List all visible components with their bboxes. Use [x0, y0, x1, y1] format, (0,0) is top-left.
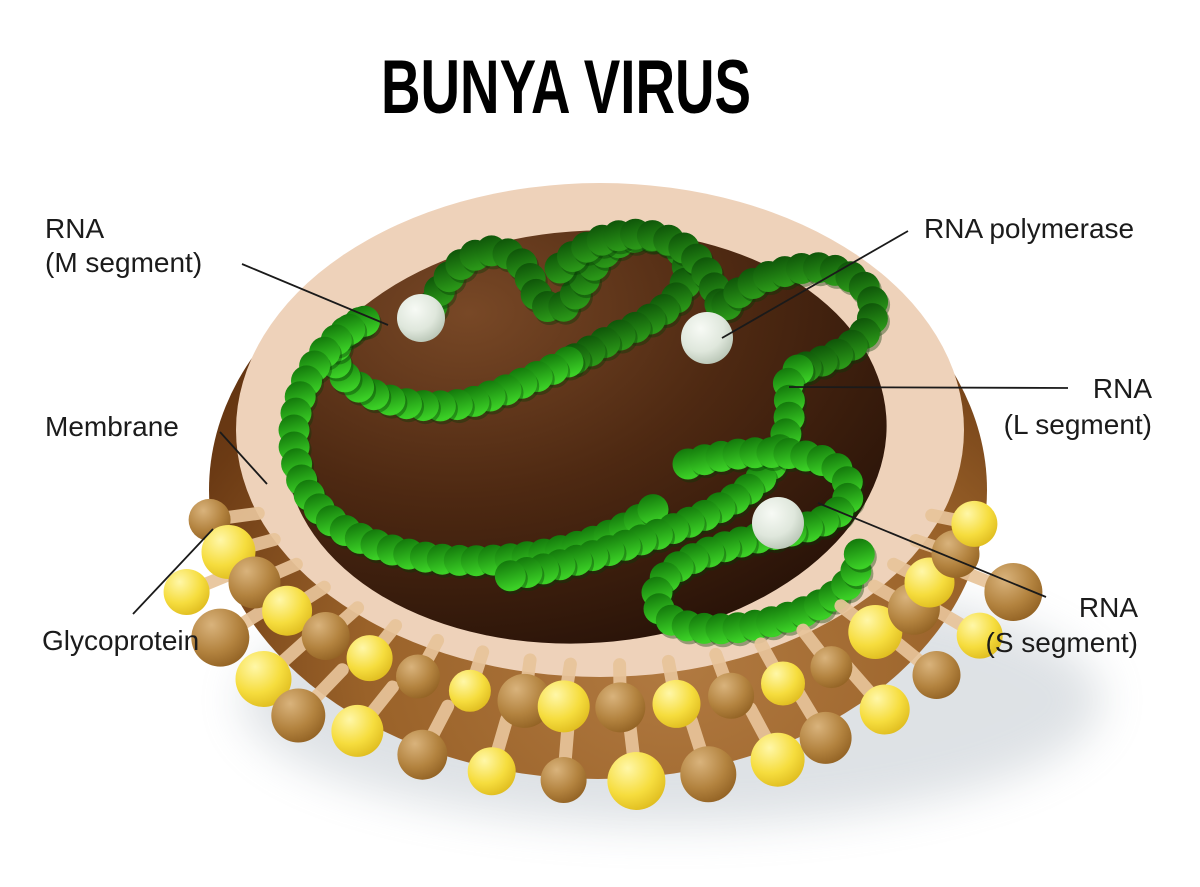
glycoprotein-sphere — [607, 752, 666, 810]
pointer-line-rna-s — [817, 502, 1047, 598]
glycoprotein-sphere — [191, 608, 250, 667]
pointer-lines — [132, 230, 1069, 615]
label-line: RNA — [45, 213, 105, 244]
rna-bead — [637, 494, 669, 526]
rna-bead — [843, 538, 875, 570]
glycoprotein-sphere — [262, 585, 313, 636]
glycoprotein-sphere — [956, 612, 1003, 659]
pointer-line-rna-m — [241, 263, 389, 326]
glycoprotein-sphere — [799, 711, 852, 764]
glycoprotein-sphere — [848, 605, 903, 659]
label-line: Glycoprotein — [42, 625, 200, 656]
glycoprotein-sphere — [750, 732, 805, 787]
pointer-line-membrane — [219, 431, 268, 485]
label-line: RNA — [1078, 592, 1138, 623]
glycoprotein-sphere — [467, 747, 516, 796]
label-rna-s-segment: RNA (S segment) — [986, 590, 1139, 660]
glycoprotein-sphere — [761, 661, 805, 706]
glycoprotein-sphere — [595, 682, 646, 733]
glycoprotein-sphere — [235, 651, 292, 707]
pointer-line-rna-polymerase — [721, 230, 909, 339]
rna-polymerase-sphere — [752, 497, 804, 549]
label-line: (S segment) — [985, 627, 1139, 658]
glycoprotein-sphere — [271, 688, 326, 743]
rna-polymerase-sphere — [681, 312, 733, 364]
label-rna-l-segment: RNA (L segment) — [1004, 371, 1152, 443]
glycoprotein-sphere — [708, 672, 755, 719]
label-rna-m-segment: RNA (M segment) — [45, 212, 202, 280]
glycoprotein-sphere — [163, 569, 210, 615]
rna-bead — [494, 560, 526, 592]
glycoprotein-sphere — [810, 646, 853, 689]
glycoprotein-sphere — [497, 673, 552, 728]
diagram-title: BUNYA VIRUS — [381, 45, 751, 130]
rna-beads — [278, 218, 891, 648]
pointer-line-glycoprotein — [132, 528, 214, 615]
label-line: RNA — [1092, 373, 1152, 404]
glycoprotein-sphere — [396, 654, 440, 699]
glycoprotein-sphere — [680, 746, 737, 803]
glycoprotein-sphere — [397, 729, 448, 780]
rna-polymerase-spheres — [397, 294, 804, 549]
label-line: Membrane — [45, 411, 179, 442]
label-line: (M segment) — [45, 247, 203, 278]
glycoprotein-sphere — [346, 635, 393, 682]
label-glycoprotein: Glycoprotein — [42, 623, 199, 658]
label-line: (L segment) — [1003, 409, 1152, 440]
rna-polymerase-sphere — [397, 294, 445, 342]
pointer-line-rna-l — [788, 386, 1069, 389]
glycoprotein-sphere — [448, 669, 491, 712]
glycoprotein-sphere — [540, 757, 587, 803]
glycoprotein-sphere — [301, 612, 350, 660]
glycoprotein-sphere — [951, 500, 998, 547]
label-membrane: Membrane — [45, 409, 179, 444]
label-line: RNA polymerase — [924, 213, 1135, 244]
glycoprotein-sphere — [537, 680, 590, 733]
glycoprotein-sphere — [859, 684, 910, 735]
glycoprotein-sphere — [331, 704, 384, 757]
label-rna-polymerase: RNA polymerase — [924, 211, 1134, 246]
glycoprotein-sphere — [652, 679, 701, 728]
glycoprotein-sphere — [912, 651, 961, 699]
